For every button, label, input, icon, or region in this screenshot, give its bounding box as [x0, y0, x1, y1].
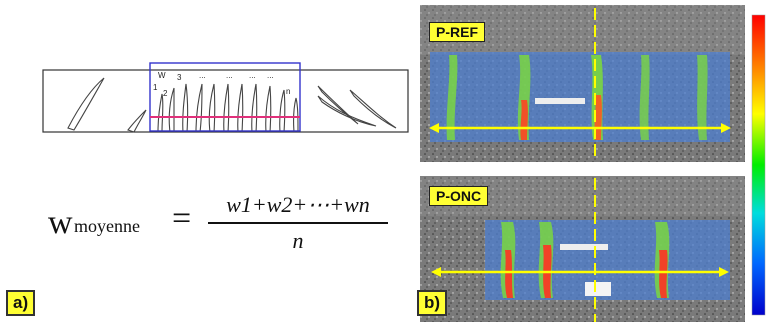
crack-label-w: W: [158, 71, 166, 80]
p-onc-gauge: [560, 244, 608, 250]
crack-label-dots-4: ...: [267, 71, 274, 80]
crack-pattern-diagram: W 1 2 3 ... ... ... ... n: [42, 62, 409, 133]
right-shear-crack-1: [317, 85, 359, 125]
panel-a-label: a): [6, 290, 36, 316]
formula-numerator: w1+w2+⋯+wn: [226, 192, 370, 217]
crack-label-dots-3: ...: [249, 71, 256, 80]
formula-equals: =: [172, 200, 192, 237]
formula-lhs: w: [48, 204, 73, 241]
panel-a: W 1 2 3 ... ... ... ... n w moyenne = w1…: [6, 62, 409, 316]
left-shear-crack: [67, 77, 105, 131]
crack-label-dots-2: ...: [226, 71, 233, 80]
dic-strain-maps: [420, 5, 766, 322]
right-shear-crack-3: [349, 89, 397, 129]
crack-label-2: 2: [163, 89, 168, 98]
formula-fraction-bar: [208, 222, 388, 224]
crack-label-dots-1: ...: [199, 71, 206, 80]
flexural-cracks: [157, 83, 299, 133]
p-ref-gauge: [535, 98, 585, 104]
crack-label-n: n: [286, 87, 290, 96]
mean-crack-width-formula: w moyenne = w1+w2+⋯+wn n: [40, 190, 390, 260]
panel-b: P-REF P-ONC b): [415, 0, 771, 322]
label-p-ref: P-REF: [429, 22, 485, 42]
formula-denominator: n: [292, 228, 304, 253]
color-scale-bar: [751, 14, 766, 316]
p-onc-marker: [585, 282, 611, 296]
measurement-zone-box: [149, 62, 301, 132]
right-shear-crack-2: [317, 95, 377, 127]
formula-lhs-subscript: moyenne: [74, 216, 140, 236]
label-p-onc: P-ONC: [429, 186, 489, 206]
crack-label-1: 1: [153, 83, 158, 92]
beam-outline: [42, 69, 409, 133]
panel-b-label: b): [417, 290, 448, 316]
left-small-crack: [127, 109, 147, 133]
crack-label-3: 3: [177, 73, 182, 82]
